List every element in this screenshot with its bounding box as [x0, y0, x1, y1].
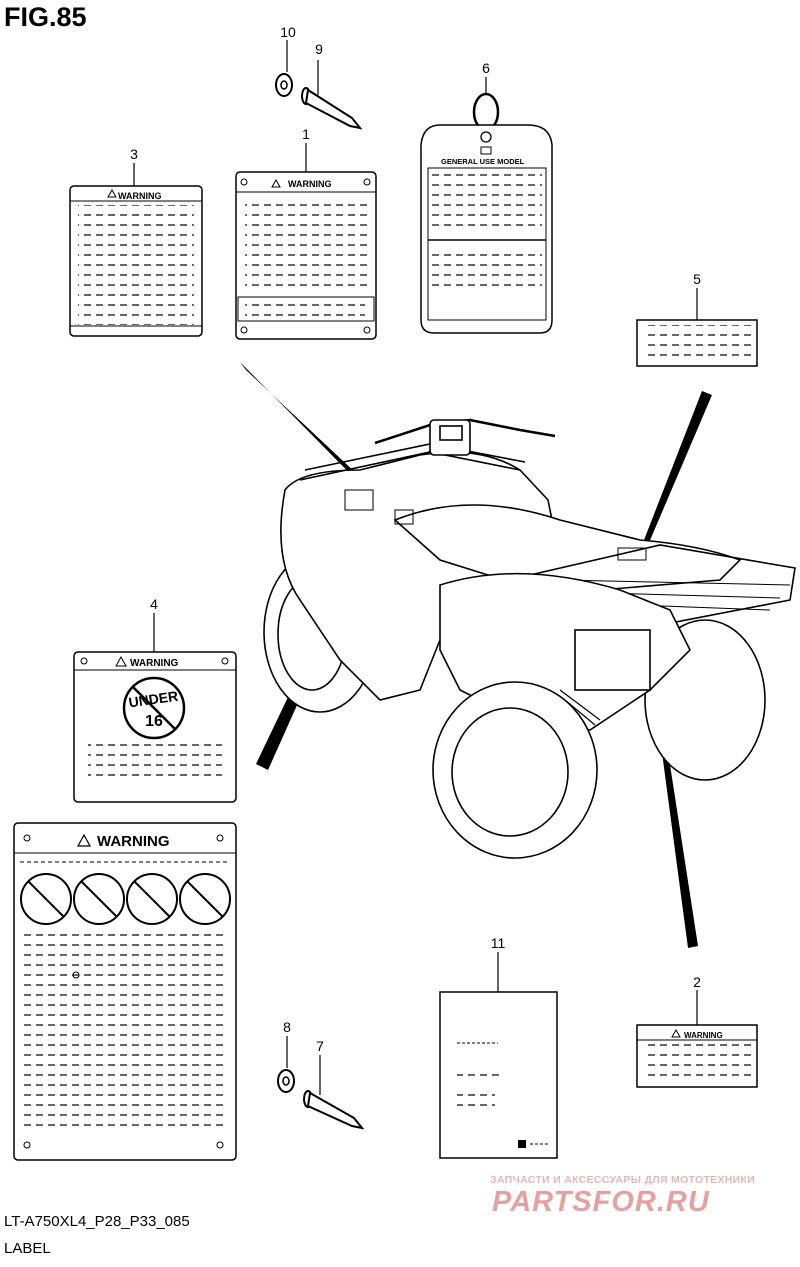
callout-7: 7: [316, 1038, 324, 1054]
rivet-part-9: [301, 60, 363, 130]
under-age-top-text: UNDER: [128, 688, 180, 711]
label-4-lower-warning-text: WARNING: [97, 833, 170, 850]
watermark-tagline: ЗАПЧАСТИ И АКСЕССУАРЫ ДЛЯ МОТОТЕХНИКИ: [490, 1174, 756, 1186]
section-name-text: LABEL: [4, 1240, 51, 1257]
watermark-logo: PARTSFOR.RU: [492, 1186, 710, 1218]
callout-10: 10: [280, 24, 296, 40]
callout-8: 8: [283, 1019, 291, 1035]
rivet-part-7: [303, 1055, 365, 1130]
warning-label-part-4: [13, 613, 237, 1161]
leader-wedge-right: [644, 391, 712, 545]
callout-5: 5: [693, 271, 701, 287]
label-2-warning-text: WARNING: [684, 1031, 723, 1040]
leader-wedge-lower-right: [655, 700, 698, 948]
owners-manual-part-11: [439, 952, 558, 1159]
tag-6-header-text: GENERAL USE MODEL: [441, 157, 525, 166]
label-part-5: [636, 288, 758, 367]
model-code-text: LT-A750XL4_P28_P33_085: [4, 1213, 190, 1230]
hang-tag-part-6: [420, 77, 553, 334]
washer-part-8: [277, 1036, 295, 1093]
washer-part-10: [275, 73, 293, 97]
callout-4: 4: [150, 596, 158, 612]
callout-3: 3: [130, 146, 138, 162]
warning-label-part-3: [69, 163, 203, 337]
atv-vehicle-illustration: [263, 418, 796, 859]
callout-2: 2: [693, 974, 701, 990]
warning-label-part-1: [235, 143, 377, 340]
label-1-warning-text: WARNING: [288, 179, 332, 189]
warning-label-part-2: [636, 990, 758, 1088]
under-age-number-text: 16: [145, 713, 163, 730]
label-3-warning-text: WARNING: [118, 191, 162, 201]
figure-title: FIG.85: [4, 2, 87, 32]
callout-6: 6: [482, 60, 490, 76]
callout-9: 9: [315, 41, 323, 57]
callout-11: 11: [490, 935, 506, 951]
callout-1: 1: [302, 126, 310, 142]
label-4-upper-warning-text: WARNING: [130, 658, 179, 669]
